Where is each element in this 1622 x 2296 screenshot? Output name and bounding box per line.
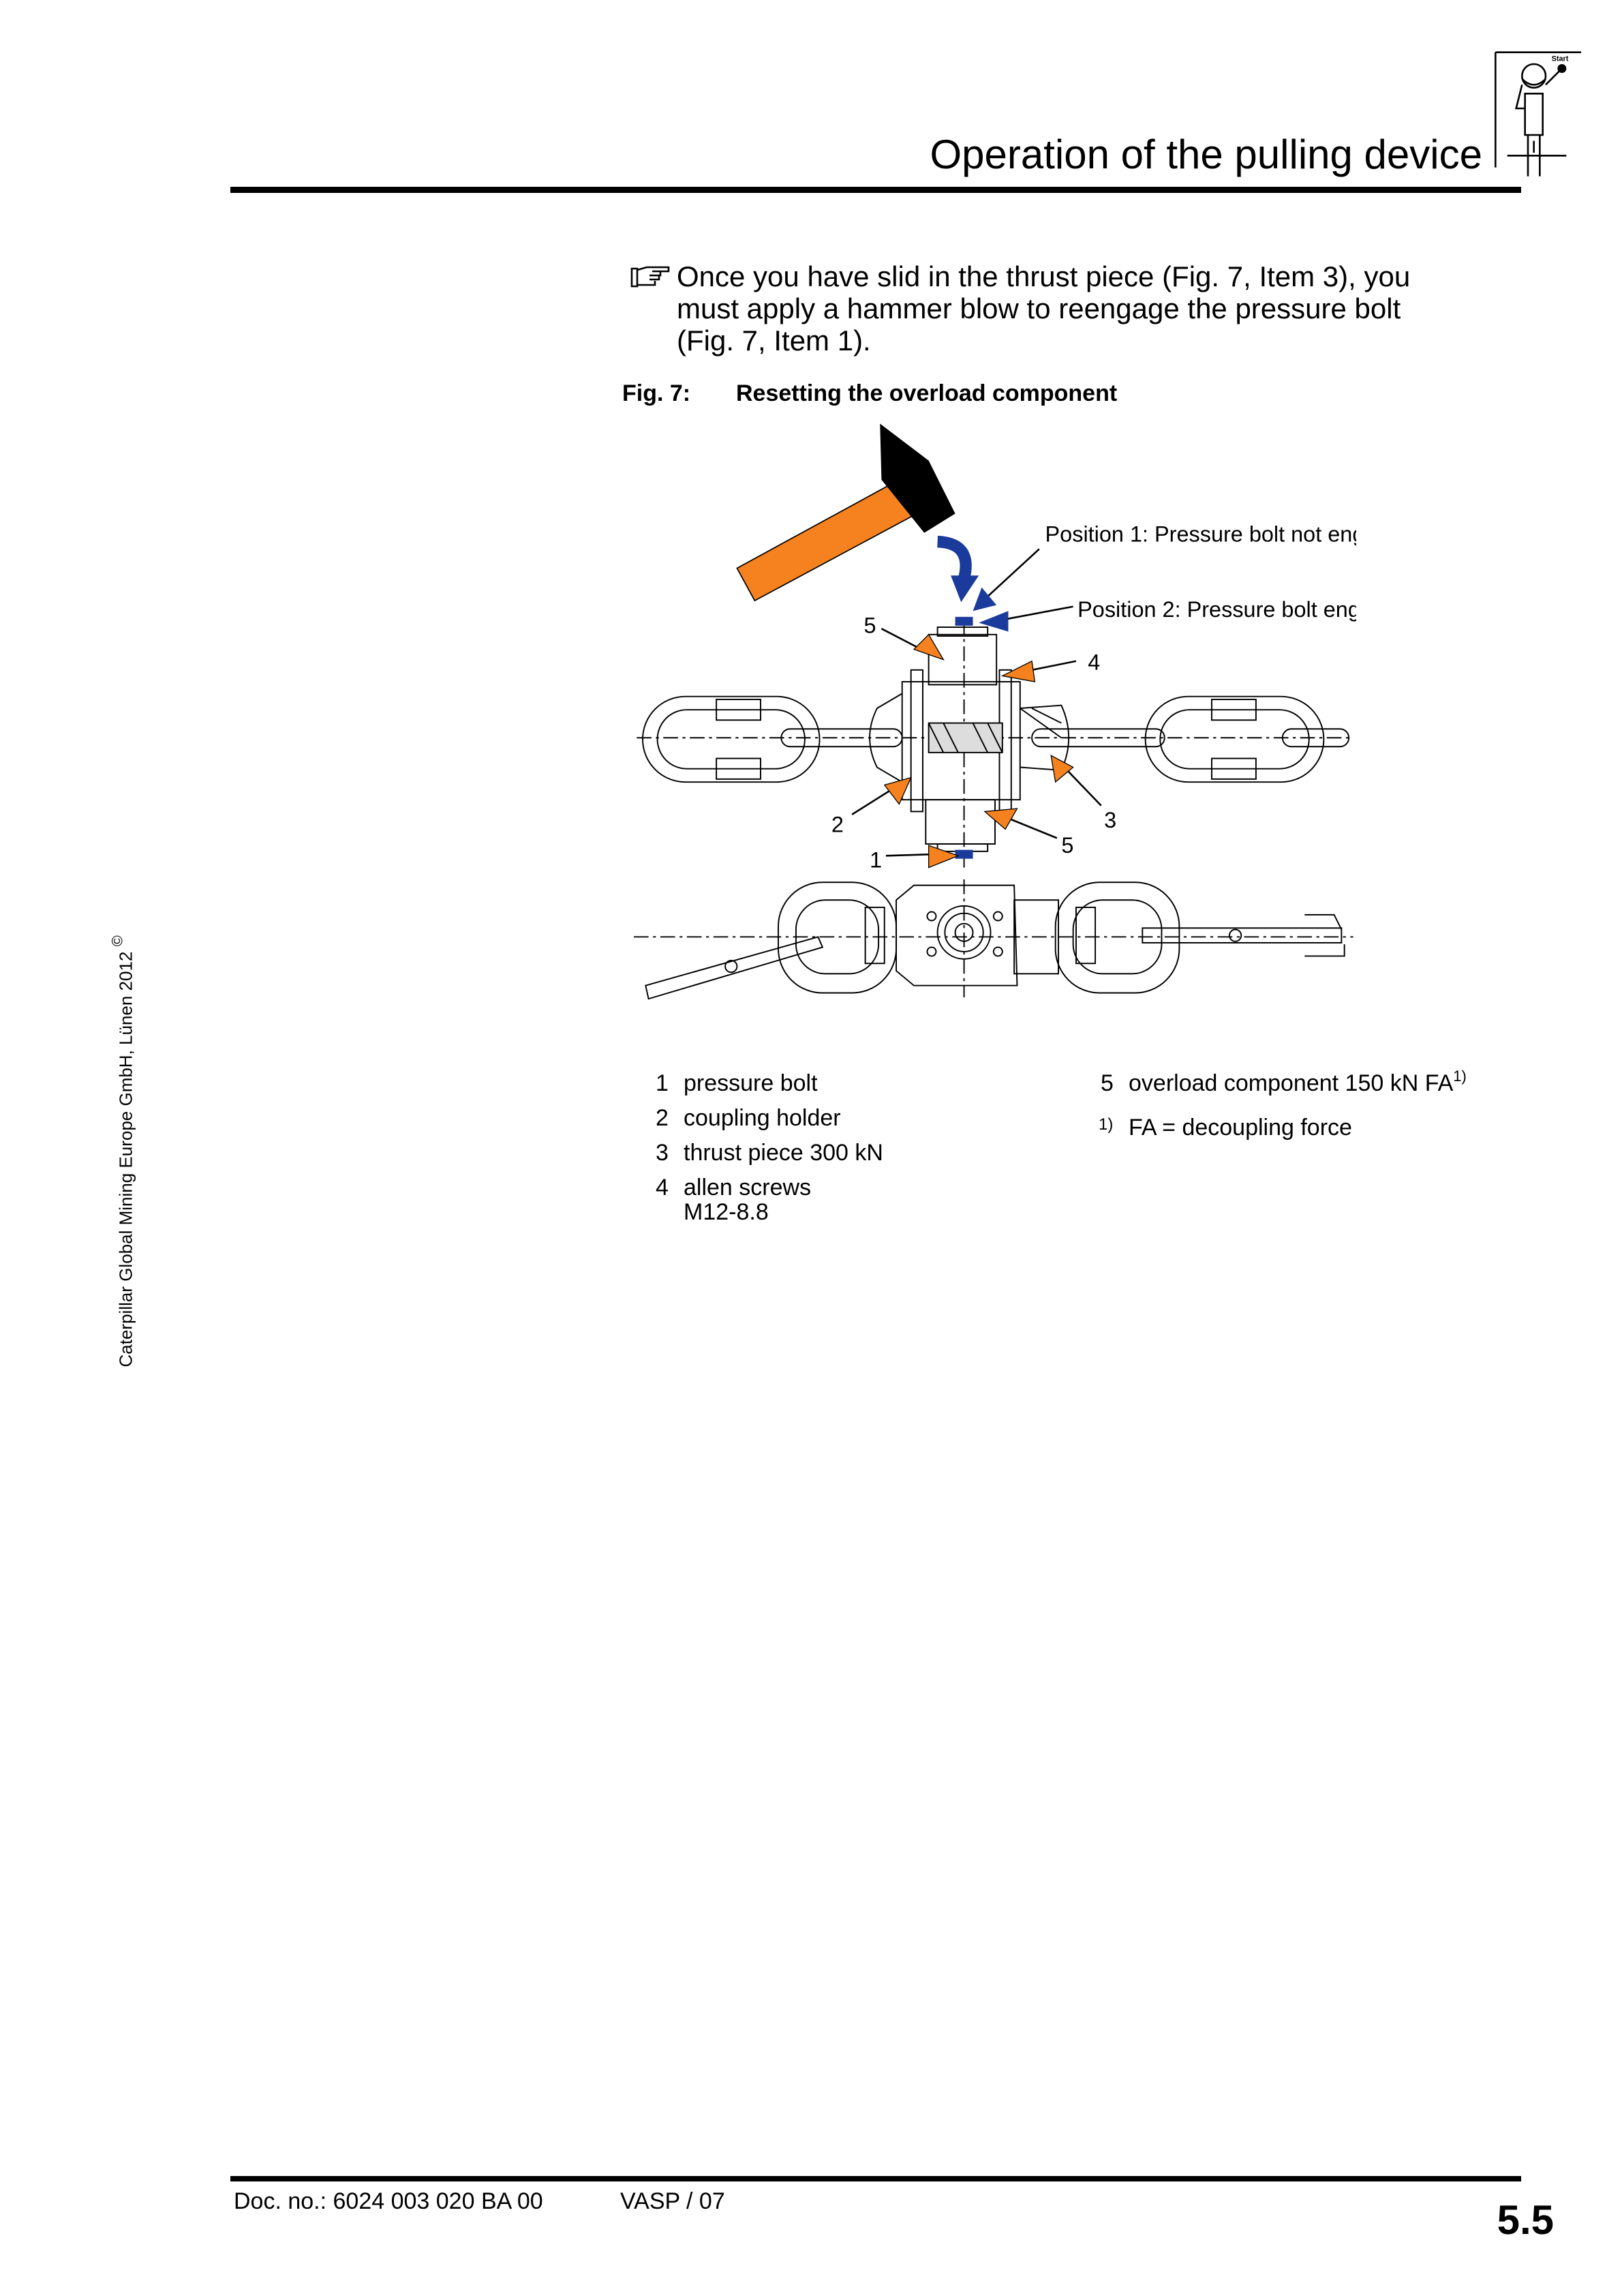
position1-label: Position 1: Pressure bolt not engaged [1045,522,1356,547]
strike-arrowhead [951,575,979,603]
overload-component-figure: Position 1: Pressure bolt not engaged Po… [634,423,1356,1000]
pointer-5-upper [913,633,945,661]
document-number: Doc. no.: 6024 003 020 BA 00 [234,2188,543,2214]
footer-rule [230,2176,1521,2181]
hammer-handle [736,479,918,602]
right-d-ring [1054,881,1180,994]
right-lever [1142,927,1343,943]
figure-caption: Fig. 7: Resetting the overload component [622,380,1117,407]
callout-1: 1 [870,848,882,873]
pointer-2 [883,776,912,805]
instruction-text: Once you have slid in the thrust piece (… [677,260,1411,357]
position1-pointer [973,587,997,611]
pointer-1 [928,845,960,868]
pointing-hand-icon [630,266,670,288]
svg-text:Start: Start [1552,55,1569,63]
technical-drawing [634,620,1353,1000]
pointer-5-lower [983,808,1018,830]
figure-title: Resetting the overload component [736,380,1118,406]
callout-3: 3 [1104,808,1116,832]
document-code: VASP / 07 [620,2188,725,2214]
callout-5-lower: 5 [1061,833,1073,858]
operator-start-icon: Start [1495,51,1581,177]
right-chain-link [1144,695,1325,783]
page-title: Operation of the pulling device [930,132,1482,177]
page-number: 5.5 [1497,2197,1554,2243]
pressure-bolt-bottom [955,849,973,859]
upper-cylinder [928,633,998,686]
position2-label: Position 2: Pressure bolt engaged [1077,597,1356,622]
lower-cylinder [925,799,996,845]
position2-pointer [979,611,1009,632]
instruction-note: Once you have slid in the thrust piece (… [630,260,1462,357]
pointer-4 [1000,660,1036,682]
callout-5-upper: 5 [863,614,876,638]
copyright-notice: Caterpillar Global Mining Europe GmbH, L… [108,935,136,1368]
strike-direction-arrow [936,535,972,580]
hammer-head [880,423,955,533]
pressure-bolt-top [955,616,973,626]
left-lever [645,936,824,1000]
left-chain-link [642,695,821,783]
header-rule [230,187,1521,193]
callout-4: 4 [1088,650,1100,675]
pointer-3 [1050,755,1074,783]
figure-number: Fig. 7: [622,380,691,406]
callout-2: 2 [831,813,844,837]
center-plate [896,884,1018,986]
